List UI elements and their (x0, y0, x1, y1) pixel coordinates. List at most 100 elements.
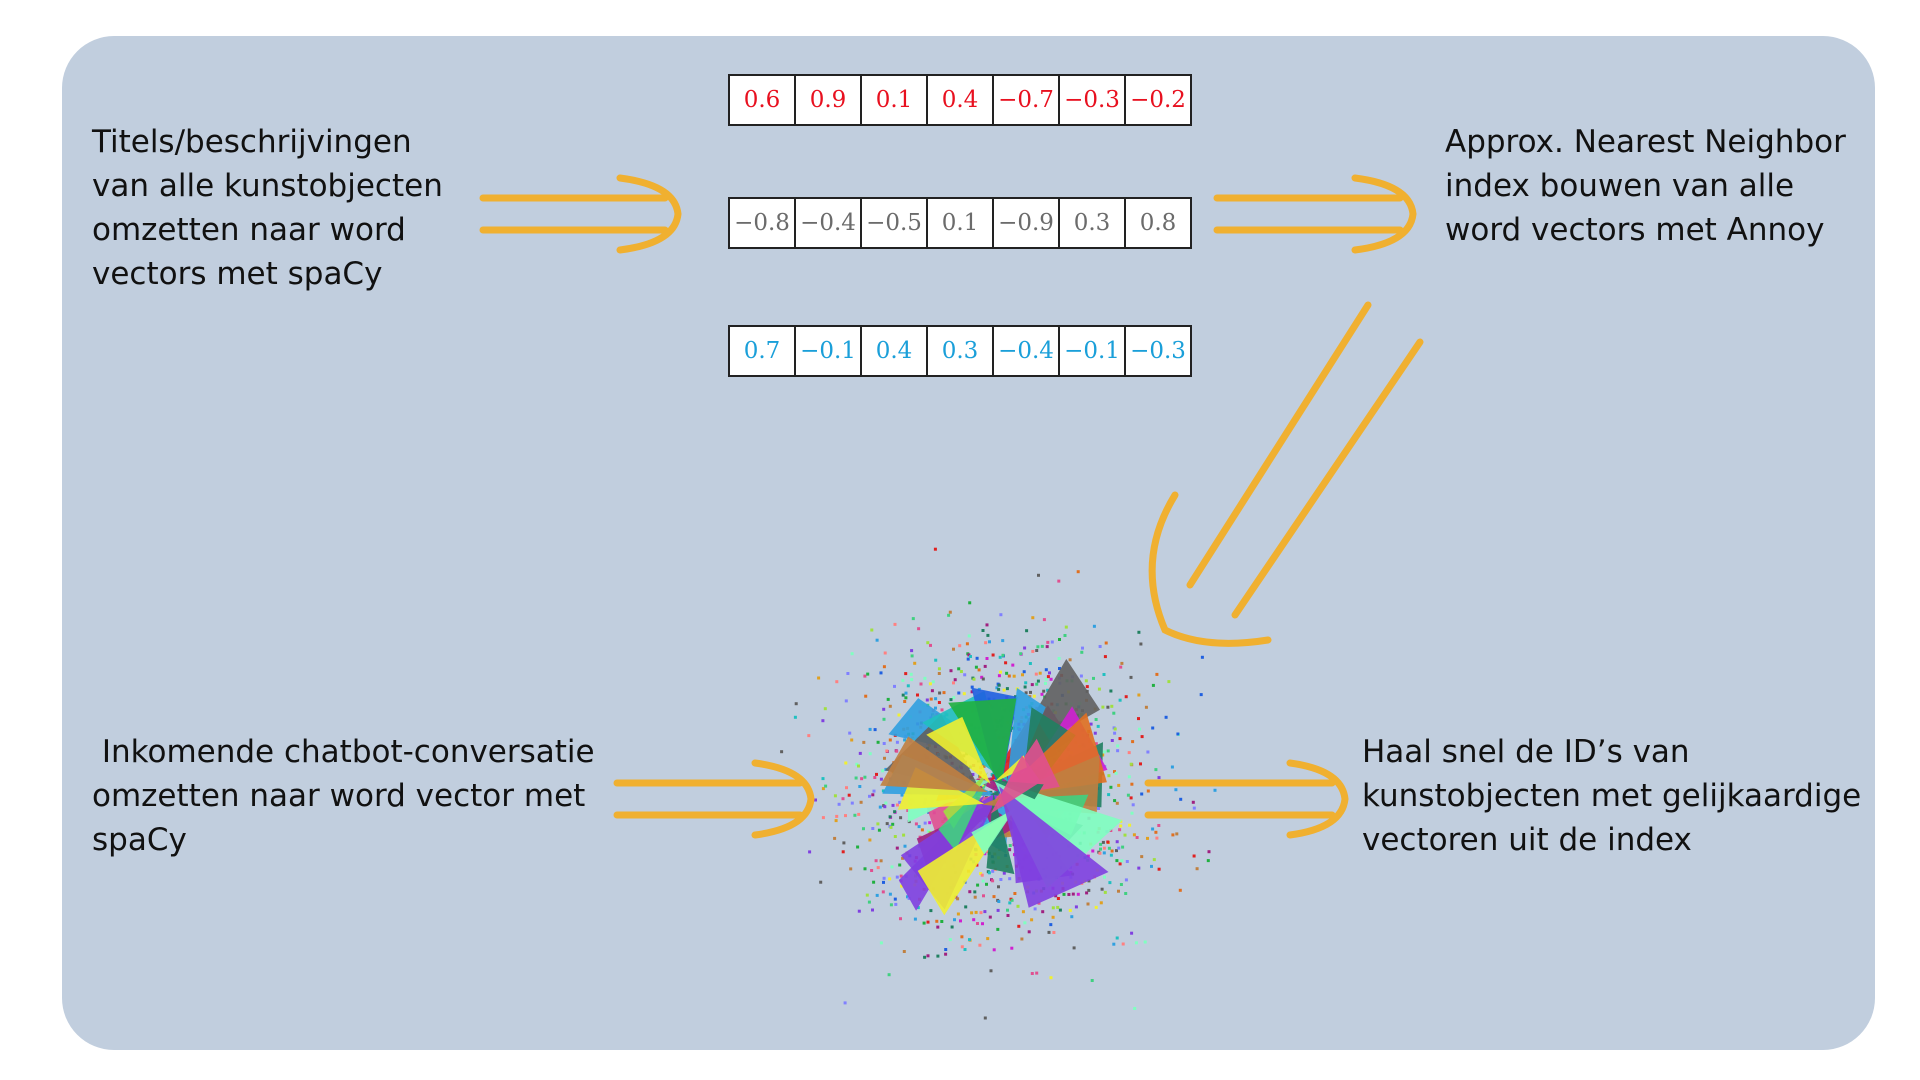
cluster-point (871, 793, 875, 797)
cluster-point (1167, 680, 1171, 684)
cluster-point (1152, 858, 1156, 862)
cluster-point (1068, 658, 1072, 662)
cluster-point (1108, 881, 1112, 885)
cluster-point (963, 948, 967, 951)
cluster-point (1125, 860, 1129, 863)
cluster-point (780, 750, 784, 754)
cluster-point (841, 850, 845, 854)
cluster-point (940, 708, 944, 712)
vector-cell: −0.8 (729, 198, 795, 248)
vector-cell: −0.7 (993, 75, 1059, 125)
vector-cell: 0.4 (927, 75, 993, 125)
cluster-point (925, 698, 929, 702)
cluster-point (1131, 740, 1135, 744)
cluster-region (948, 698, 1017, 786)
cluster-point (1064, 625, 1068, 629)
cluster-point (856, 845, 860, 849)
cluster-point (911, 617, 915, 621)
cluster-point (981, 629, 985, 632)
cluster-point (913, 661, 917, 665)
cluster-point (1091, 849, 1095, 853)
cluster-point (1113, 727, 1117, 731)
cluster-point (1137, 630, 1141, 634)
vector-cell: −0.4 (993, 326, 1059, 376)
cluster-point (933, 547, 937, 551)
cluster-point (794, 702, 798, 706)
cluster-point (916, 693, 919, 697)
cluster-point (1072, 946, 1076, 950)
cluster-point (980, 873, 984, 877)
step3-line: omzetten naar word vector met (92, 778, 586, 814)
cluster-point (1029, 690, 1032, 694)
cluster-point (1110, 704, 1114, 708)
cluster-point (1106, 705, 1110, 709)
cluster-point (1138, 727, 1141, 731)
cluster-point (1011, 663, 1015, 667)
cluster-point (963, 673, 967, 677)
cluster-point (978, 943, 982, 947)
vector-cell: 0.1 (861, 75, 927, 125)
cluster-point (1130, 782, 1134, 786)
cluster-point (1067, 893, 1071, 896)
cluster-point (1200, 655, 1204, 659)
cluster-point (1080, 650, 1084, 654)
cluster-point (1176, 732, 1180, 736)
cluster-point (1206, 859, 1210, 863)
cluster-point (926, 954, 930, 958)
vector-cell: −0.1 (1059, 326, 1125, 376)
cluster-point (1042, 618, 1046, 622)
cluster-point (986, 937, 990, 941)
cluster-point (986, 633, 990, 637)
cluster-point (1134, 941, 1138, 945)
cluster-point (980, 675, 984, 679)
cluster-point (1121, 845, 1125, 849)
cluster-point (876, 822, 880, 826)
cluster-point (1139, 642, 1143, 646)
cluster-point (1113, 731, 1117, 735)
cluster-point (1084, 679, 1088, 683)
cluster-point (1081, 646, 1084, 650)
cluster-point (1151, 726, 1155, 730)
cluster-point (834, 819, 838, 823)
cluster-point (1025, 629, 1029, 633)
cluster-point (1035, 971, 1039, 975)
cluster-point (907, 896, 911, 900)
cluster-point (1118, 862, 1122, 866)
cluster-point (1155, 672, 1159, 676)
cluster-point (929, 909, 933, 913)
cluster-point (992, 895, 996, 899)
cluster-point (981, 922, 984, 926)
cluster-point (991, 879, 995, 883)
cluster-point (987, 871, 991, 875)
cluster-point (975, 656, 979, 660)
vector-cell: 0.9 (795, 75, 861, 125)
cluster-point (1046, 688, 1050, 692)
cluster-point (959, 670, 963, 673)
cluster-point (957, 667, 961, 671)
cluster-point (983, 910, 987, 914)
cluster-point (890, 865, 894, 869)
cluster-point (1171, 833, 1175, 837)
cluster-region (971, 808, 1016, 855)
cluster-point (1107, 774, 1111, 778)
cluster-point (1146, 836, 1149, 840)
cluster-point (919, 682, 923, 686)
cluster-point (1027, 930, 1031, 934)
cluster-point (929, 697, 933, 701)
cluster-point (982, 764, 986, 768)
cluster-point (1049, 923, 1053, 927)
cluster-point (977, 668, 981, 672)
cluster-point (923, 821, 927, 825)
double-arrow-icon (613, 759, 815, 839)
cluster-point (1042, 689, 1046, 693)
cluster-point (1199, 693, 1203, 697)
cluster-point (934, 697, 938, 701)
cluster-point (1033, 907, 1037, 911)
cluster-point (970, 685, 974, 689)
cluster-point (1094, 905, 1098, 909)
cluster-point (935, 919, 939, 923)
cluster-point (1109, 785, 1113, 789)
cluster-point (972, 677, 976, 681)
cluster-point (1118, 698, 1122, 702)
cluster-point (1097, 687, 1101, 691)
